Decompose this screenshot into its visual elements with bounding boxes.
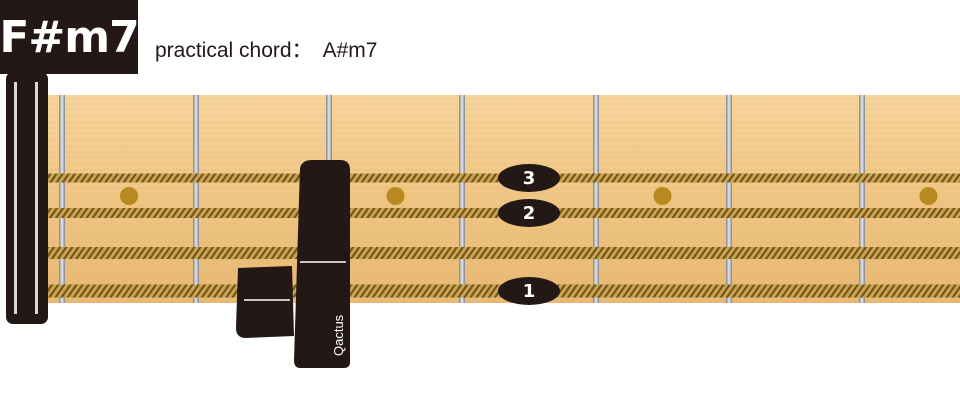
finger-number: 3 bbox=[523, 168, 536, 189]
fret-marker-dot bbox=[654, 187, 672, 205]
guitar-string bbox=[20, 174, 960, 183]
finger-marker: 3 bbox=[498, 164, 560, 192]
capo-bar bbox=[6, 72, 48, 324]
fret-marker-dot bbox=[120, 187, 138, 205]
fret-marker-dot bbox=[387, 187, 405, 205]
finger-marker: 1 bbox=[498, 277, 560, 305]
fret-marker-dot bbox=[920, 187, 938, 205]
finger-number: 1 bbox=[523, 281, 536, 302]
fretboard bbox=[20, 95, 960, 303]
capo-brand: Qactus bbox=[331, 314, 346, 356]
fret-wire bbox=[193, 95, 199, 303]
fret-wire bbox=[593, 95, 599, 303]
guitar-string bbox=[20, 285, 960, 298]
finger-marker: 2 bbox=[498, 199, 560, 227]
fret-wire bbox=[59, 95, 65, 303]
guitar-string bbox=[20, 208, 960, 218]
finger-number: 2 bbox=[523, 203, 536, 224]
guitar-string bbox=[20, 247, 960, 259]
fret-wire bbox=[859, 95, 865, 303]
fret-wire bbox=[459, 95, 465, 303]
fret-wire bbox=[726, 95, 732, 303]
